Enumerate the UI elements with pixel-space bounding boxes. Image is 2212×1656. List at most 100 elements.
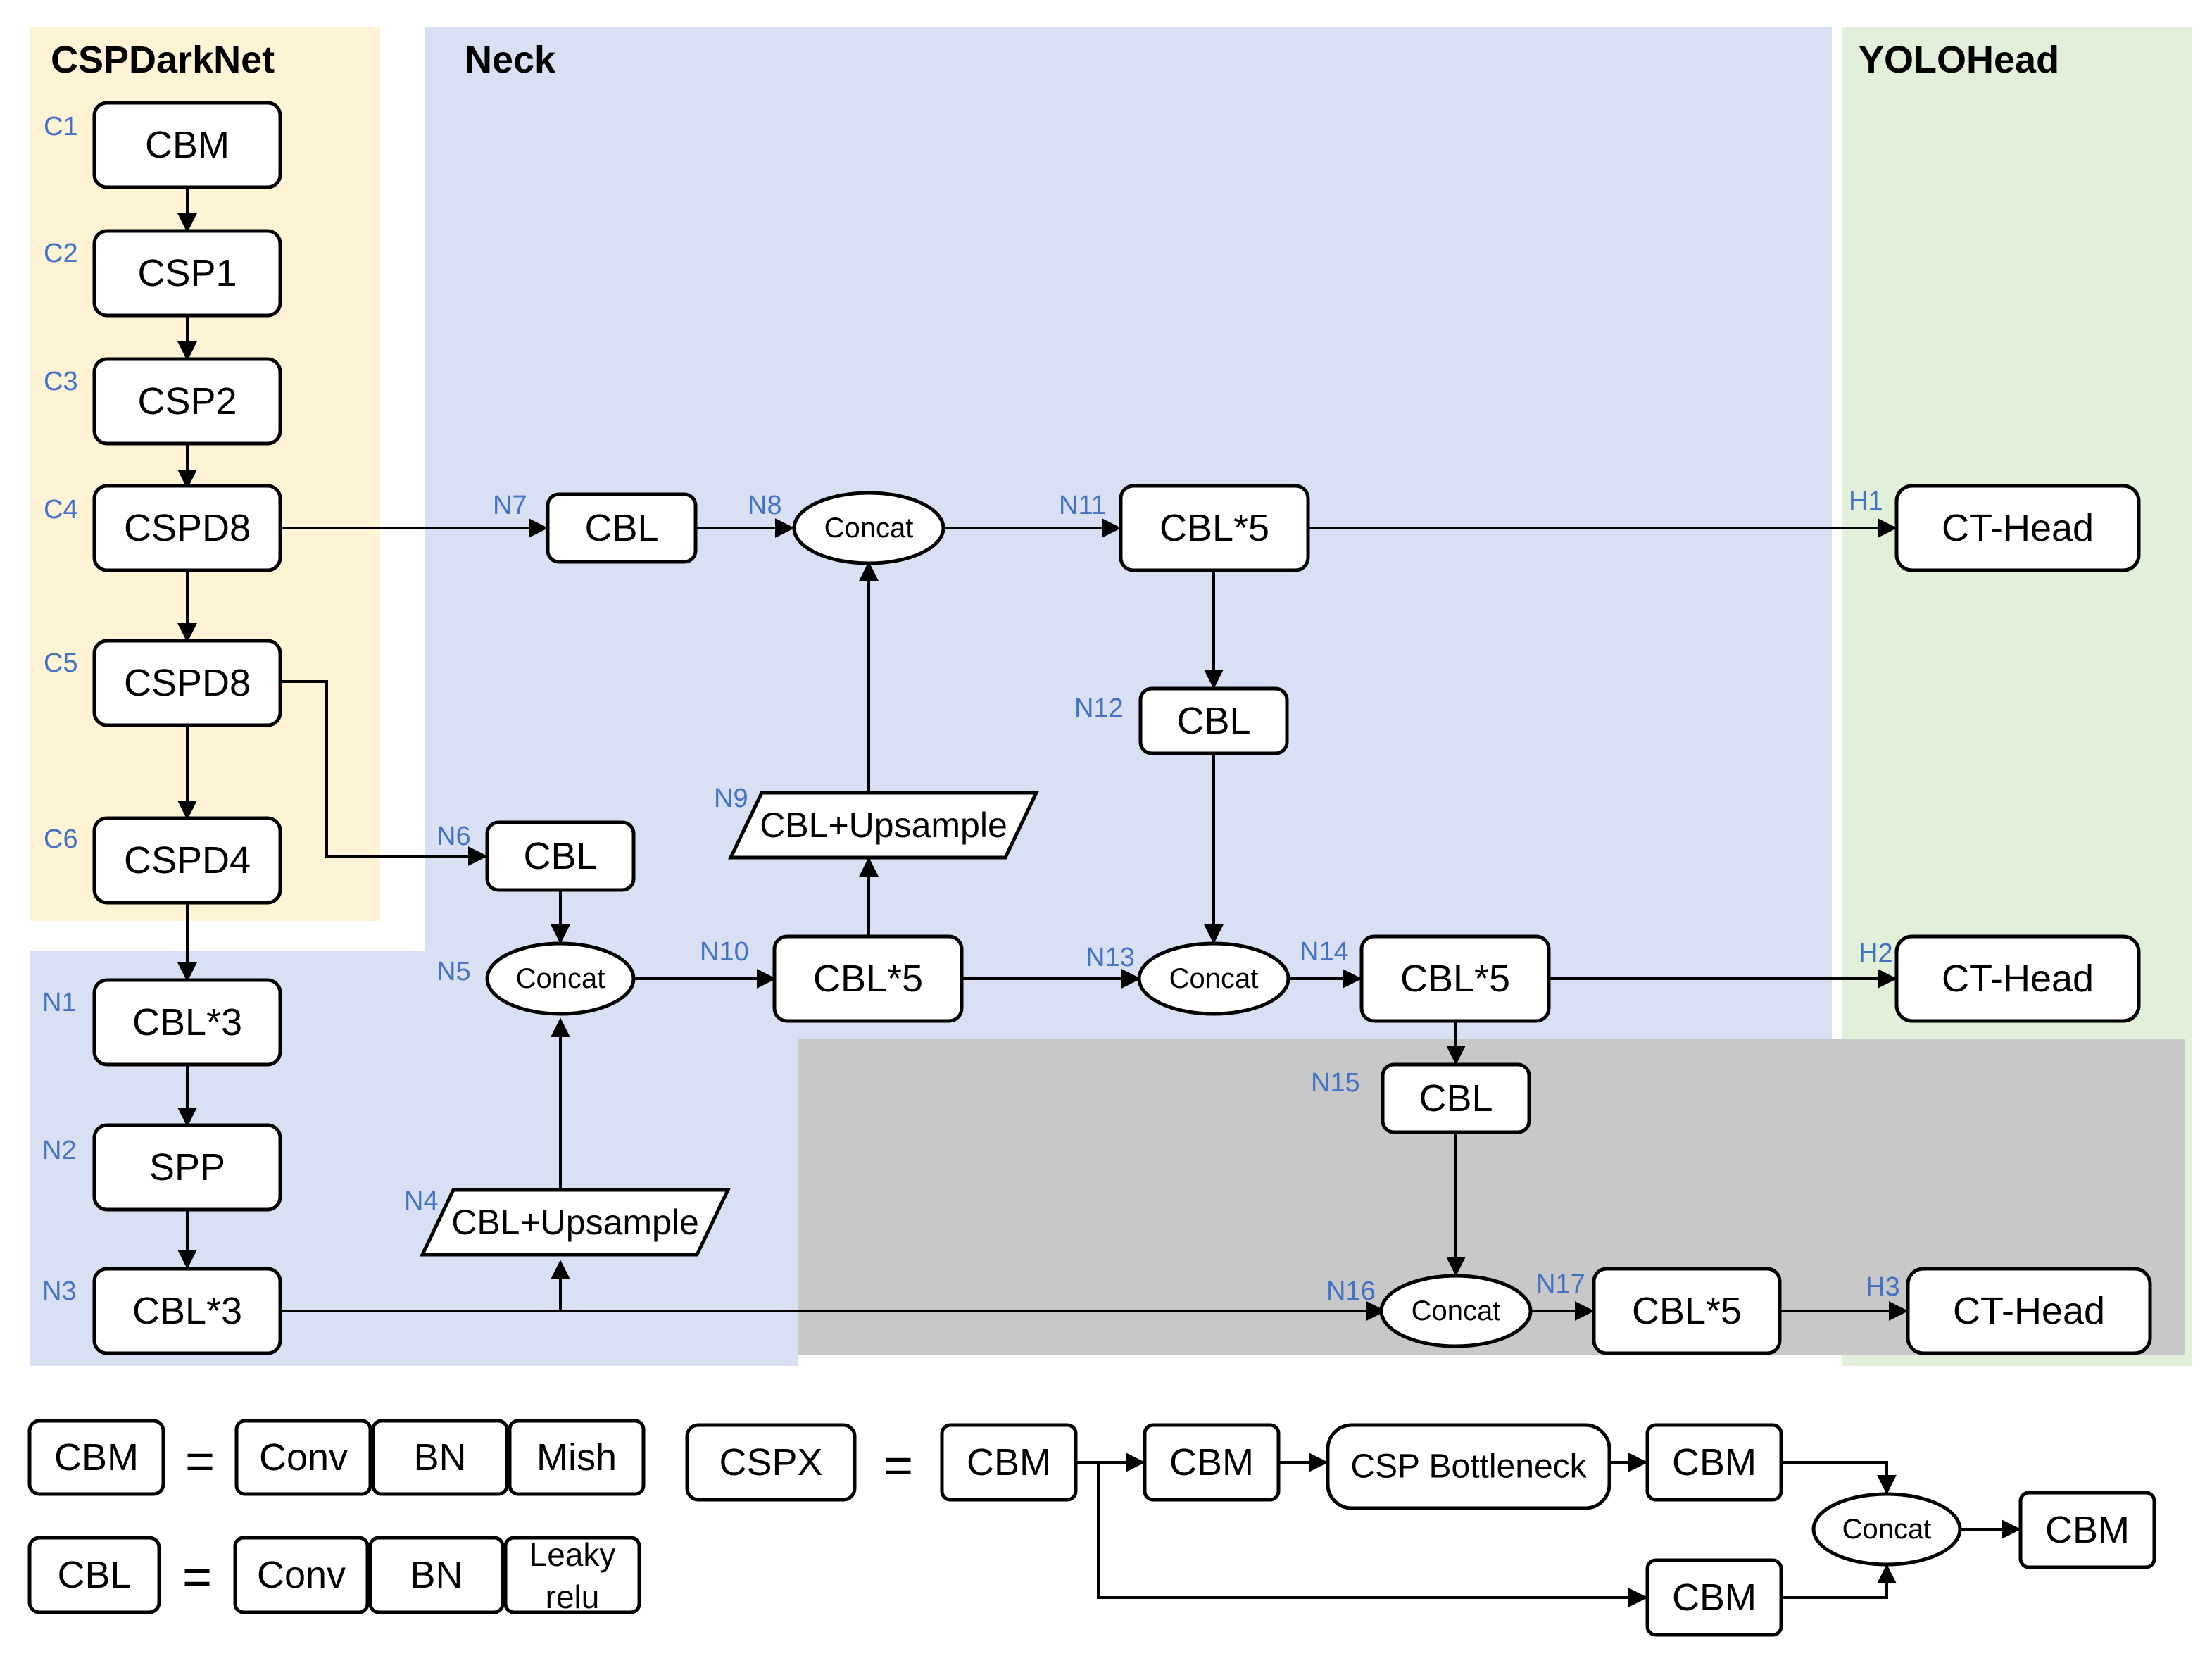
node-n1: CBL*3 N1: [42, 978, 282, 1067]
node-n8-id: N8: [748, 491, 782, 520]
node-n8-label: Concat: [824, 513, 914, 544]
head-title: YOLOHead: [1859, 39, 2059, 81]
node-n4: CBL+Upsample N4: [404, 1186, 731, 1257]
node-n7-id: N7: [493, 491, 527, 520]
node-c6-id: C6: [44, 824, 78, 854]
node-c4-label: CSPD8: [124, 507, 251, 549]
node-n10-label: CBL*5: [813, 958, 923, 1000]
node-n6-id: N6: [436, 822, 471, 851]
legend-cbl-part-conv: Conv: [257, 1554, 346, 1596]
node-n7-label: CBL: [584, 507, 658, 549]
node-n6: CBL N6: [436, 820, 636, 892]
legend-cbl-name: CBL: [57, 1554, 131, 1596]
node-h1-label: CT-Head: [1942, 507, 2094, 549]
legend-cbm-eq: =: [185, 1434, 215, 1490]
node-n4-label: CBL+Upsample: [451, 1203, 699, 1242]
node-n17: CBL*5 N17: [1536, 1267, 1782, 1355]
node-n14-label: CBL*5: [1400, 958, 1510, 1000]
node-n14-id: N14: [1300, 937, 1349, 967]
node-c2-id: C2: [44, 239, 78, 268]
legend-cbl-part-bn: BN: [410, 1554, 463, 1596]
legend-cbl-part-leaky: Leaky: [529, 1536, 616, 1573]
neck-title: Neck: [465, 39, 556, 81]
node-h2-label: CT-Head: [1942, 958, 2094, 1000]
node-n15: CBL N15: [1311, 1062, 1531, 1134]
backbone-title: CSPDarkNet: [51, 39, 275, 81]
legend-cspx-cbm4: CBM: [1672, 1576, 1757, 1619]
legend-cspx-cbm2: CBM: [1169, 1441, 1254, 1484]
node-n1-id: N1: [42, 988, 77, 1017]
node-n17-label: CBL*5: [1632, 1290, 1742, 1332]
node-n12-id: N12: [1074, 694, 1124, 723]
neck-panel: [30, 27, 1832, 1366]
node-c2: CSP1 C2: [44, 229, 282, 318]
node-n9: CBL+Upsample N9: [714, 784, 1039, 860]
node-h2: CT-Head H2: [1859, 934, 2141, 1023]
node-n13-id: N13: [1086, 943, 1135, 972]
node-h1: CT-Head H1: [1849, 484, 2141, 572]
node-n10: CBL*5 N10: [700, 934, 964, 1023]
legend-cspx-name: CSPX: [719, 1441, 822, 1484]
node-n13: Concat N13: [1086, 941, 1290, 1016]
legend-cbm-part-bn: BN: [413, 1436, 466, 1479]
legend-cspx-cbm-out: CBM: [2045, 1509, 2130, 1551]
legend-cspx-cbm1: CBM: [967, 1441, 1051, 1484]
node-n12-label: CBL: [1176, 700, 1250, 742]
node-n2-id: N2: [42, 1136, 77, 1165]
node-n12: CBL N12: [1074, 686, 1289, 755]
edge-c5-n6: [282, 680, 488, 866]
node-n5-id: N5: [436, 957, 471, 986]
node-c1: CBM C1: [44, 101, 282, 189]
node-c6-label: CSPD4: [124, 839, 251, 882]
node-c1-id: C1: [44, 112, 78, 142]
node-c4: CSPD8 C4: [44, 484, 282, 572]
node-n5-label: Concat: [516, 963, 605, 994]
legend-cbm-name: CBM: [54, 1436, 139, 1479]
node-n3-id: N3: [42, 1276, 77, 1306]
node-c5-label: CSPD8: [124, 662, 251, 704]
node-c1-label: CBM: [145, 124, 230, 166]
node-n17-id: N17: [1536, 1269, 1585, 1299]
node-n3-label: CBL*3: [132, 1290, 242, 1332]
node-h3: CT-Head H3: [1866, 1267, 2152, 1355]
legend-cbl-part-relu: relu: [546, 1579, 600, 1615]
node-h2-id: H2: [1859, 939, 1893, 968]
node-n2-label: SPP: [149, 1146, 225, 1188]
node-n10-id: N10: [700, 937, 749, 967]
legend-cspx-bottleneck: CSP Bottleneck: [1350, 1448, 1587, 1486]
node-n15-id: N15: [1311, 1068, 1360, 1098]
node-n1-label: CBL*3: [132, 1001, 242, 1043]
node-n16: Concat N16: [1326, 1274, 1533, 1348]
node-n11-id: N11: [1059, 491, 1106, 520]
node-n5: Concat N5: [436, 941, 636, 1016]
legend-cspx-cbm3: CBM: [1672, 1441, 1757, 1484]
node-c3: CSP2 C3: [44, 357, 282, 446]
legend-cbm-part-mish: Mish: [536, 1436, 617, 1479]
node-n3: CBL*3 N3: [42, 1267, 282, 1355]
node-c6: CSPD4 C6: [44, 816, 282, 905]
node-n14: CBL*5 N14: [1300, 934, 1551, 1023]
node-h3-label: CT-Head: [1953, 1290, 2105, 1332]
legend-cspx: CSPX = CBM CBM CSP Bottleneck CBM CBM Co…: [685, 1423, 2156, 1637]
legend: CBM = Conv BN Mish CBL = Conv BN Leaky r…: [27, 1419, 2156, 1637]
node-n16-id: N16: [1326, 1276, 1376, 1306]
node-n9-label: CBL+Upsample: [760, 805, 1007, 845]
legend-cbm: CBM = Conv BN Mish: [27, 1419, 646, 1496]
node-c3-label: CSP2: [137, 380, 237, 422]
node-n6-label: CBL: [523, 835, 597, 877]
node-n11: CBL*5 N11: [1059, 484, 1310, 572]
node-n16-label: Concat: [1412, 1296, 1501, 1326]
edges: [177, 187, 1909, 1321]
legend-edge-cbm3-concat: [1781, 1461, 1897, 1495]
node-c4-id: C4: [44, 495, 78, 525]
legend-cbl-eq: =: [182, 1549, 212, 1605]
legend-edge-cbm1-cbm4: [1097, 1462, 1648, 1607]
node-h3-id: H3: [1866, 1272, 1900, 1302]
node-c5-id: C5: [44, 648, 78, 678]
legend-cbl: CBL = Conv BN Leaky relu: [27, 1536, 641, 1615]
legend-cspx-eq: =: [884, 1438, 913, 1494]
node-n9-id: N9: [714, 784, 748, 813]
legend-edge-cbm4-concat: [1781, 1564, 1897, 1599]
